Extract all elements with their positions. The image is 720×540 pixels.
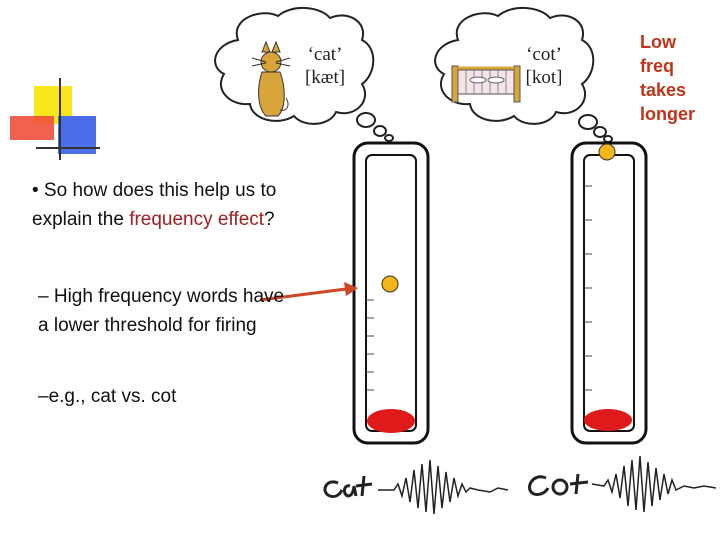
bubble-word-cot: ‘cot’: [526, 44, 562, 65]
bubble-text-cat: ‘cat’ [kæt]: [290, 43, 360, 89]
decorative-squares: [10, 78, 100, 160]
main-bullet-text: • So how does this help us to explain th…: [32, 180, 277, 230]
liquid-cot: [584, 409, 632, 431]
tube-cot: [570, 141, 648, 445]
cat-icon: [251, 40, 291, 117]
dash-marker: –: [38, 386, 49, 407]
tube-cat: [352, 141, 430, 445]
handwriting-cot: [528, 473, 589, 496]
side-note-line: freq: [640, 56, 675, 76]
sub-bullet-threshold: – High frequency words have a lower thre…: [38, 282, 288, 340]
side-note: Low freq takes longer: [640, 30, 720, 126]
main-bullet-suffix: ?: [264, 209, 275, 230]
threshold-arrow: [259, 282, 358, 302]
threshold-ball-cat: [381, 275, 399, 293]
main-bullet: • So how does this help us to explain th…: [32, 176, 312, 234]
sub-bullet-example: –e.g., cat vs. cot: [38, 382, 288, 411]
sub-bullet-text: e.g., cat vs. cot: [48, 386, 177, 407]
sub-bullet-text: High frequency words have a lower thresh…: [38, 286, 285, 336]
liquid-cat: [367, 409, 415, 433]
side-note-line: Low: [640, 32, 676, 52]
thought-bubble-cat: [214, 7, 394, 142]
bubble-text-cot: ‘cot’ [kot]: [508, 43, 580, 89]
side-note-line: longer: [640, 104, 696, 124]
waveform-icon: [378, 459, 509, 515]
frequency-effect-term: frequency effect: [129, 209, 265, 230]
waveform-icon: [591, 455, 717, 513]
bubble-ipa-cat: [kæt]: [304, 67, 346, 88]
threshold-ball-cot: [598, 143, 616, 161]
dash-marker: –: [38, 286, 49, 307]
bubble-ipa-cot: [kot]: [525, 67, 563, 88]
bubble-word-cat: ‘cat’: [307, 44, 343, 65]
handwriting-cat: [323, 475, 373, 498]
cot-icon: [451, 65, 521, 103]
side-note-line: takes: [640, 80, 687, 100]
